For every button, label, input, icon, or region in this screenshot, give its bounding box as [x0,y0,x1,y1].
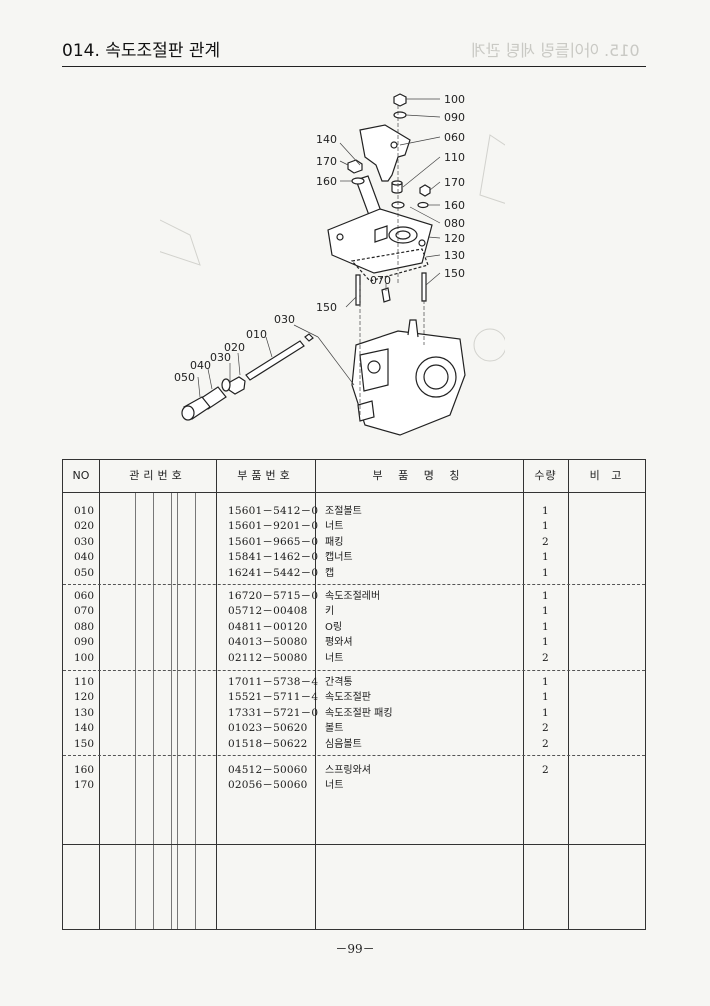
speed-control-plate [327,208,433,274]
callout-label: 130 [444,249,465,262]
column-header-qty: 수량 [534,469,557,482]
page-title: 014. 속도조절판 관계 [62,41,221,61]
adjusting-bolt [245,340,305,381]
callout-label: 080 [444,217,465,230]
callout-label: 150 [444,267,465,280]
bleed-through-title: 015. 아이들링 세팅 관계 [471,41,640,60]
callout-label: 030 [210,351,231,364]
callout-label: 020 [224,341,245,354]
callout-label: 100 [444,93,465,106]
nut-100 [393,93,407,107]
callout-label: 040 [190,359,211,372]
page-number: －99－ [335,942,375,956]
exploded-parts-diagram: 100 090 060 110 170 160 080 120 130 150 … [160,93,505,436]
callout-label: 160 [316,175,337,188]
callout-label: 030 [274,313,295,326]
callout-label: 110 [444,151,465,164]
gasket [350,248,429,282]
column-header-no: NO [72,469,90,482]
callout-label: 170 [316,155,337,168]
column-header-part-name: 부 품 명 칭 [372,469,466,482]
callout-label: 090 [444,111,465,124]
callout-label: 160 [444,199,465,212]
column-header-remark: 비 고 [589,469,626,482]
callout-label: 170 [444,176,465,189]
callout-label: 060 [444,131,465,144]
washer-090 [393,111,407,119]
callout-label: 070 [370,274,391,287]
callout-label: 050 [174,371,195,384]
callout-label: 120 [444,232,465,245]
callout-label: 150 [316,301,337,314]
lever-part [359,124,411,182]
page-header: 014. 속도조절판 관계 015. 아이들링 세팅 관계 [62,38,646,67]
column-header-mgmt-no: 관리번호 [129,469,186,482]
callout-label: 010 [246,328,267,341]
callout-label: 140 [316,133,337,146]
column-header-part-no: 부품번호 [237,469,294,482]
